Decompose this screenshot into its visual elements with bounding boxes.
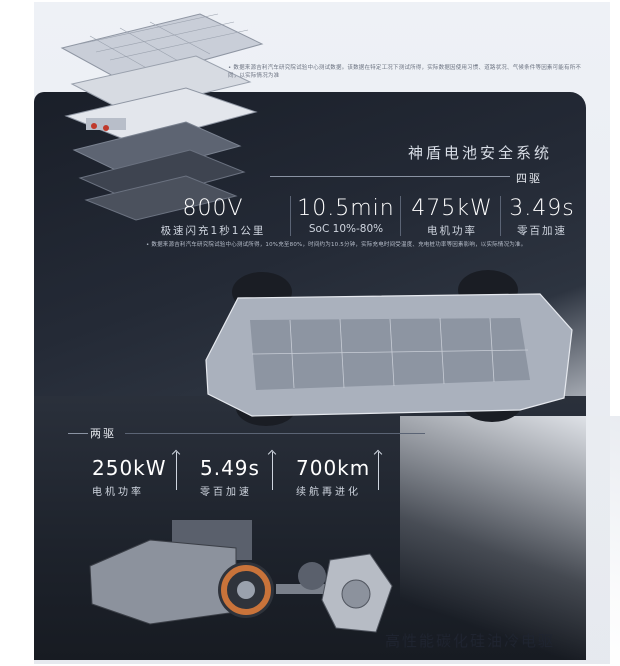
stat-value: 700km — [296, 456, 371, 480]
stat-value: 800V — [182, 196, 244, 221]
section-label-4wd: 四驱 — [516, 172, 542, 185]
chassis-illustration — [205, 270, 573, 426]
section-label-2wd: 两驱 — [90, 427, 116, 440]
stat-label: 电机功率 — [92, 487, 144, 498]
stat-label: 电机功率 — [427, 225, 477, 237]
stat-label: 零百加速 — [517, 225, 567, 237]
disclaimer-top: • 数据来源吉利汽车研究院试验中心测试数据。该数据在特定工况下测试所得，实际数据… — [228, 65, 582, 79]
e-drive-illustration — [89, 520, 393, 633]
stat-power-4wd: 475kW 电机功率 — [404, 196, 500, 238]
stat-label: SoC 10%-80% — [308, 223, 384, 235]
stat-label: 续航再进化 — [296, 487, 361, 498]
stat-label: 零百加速 — [200, 487, 252, 498]
disclaimer-mid: • 数据来源吉利汽车研究院试验中心测试所得，10%充至80%，时间约为10.5分… — [146, 242, 527, 248]
footer-title: 高性能碳化硅油冷电驱 — [385, 632, 556, 650]
system-title: 神盾电池安全系统 — [408, 144, 553, 162]
stat-value: 3.49s — [509, 196, 575, 221]
stat-label: 极速闪充1秒1公里 — [160, 225, 266, 237]
battery-pack-illustration — [60, 13, 264, 221]
stat-value: 5.49s — [200, 456, 260, 480]
divider-line — [270, 176, 510, 177]
divider-line — [68, 433, 88, 434]
stat-power-2wd: 250kW 电机功率 — [92, 456, 167, 498]
stat-value: 475kW — [411, 196, 493, 221]
arrow-up-icon — [176, 452, 177, 490]
stat-accel-2wd: 5.49s 零百加速 — [200, 456, 260, 498]
stat-range-2wd: 700km 续航再进化 — [296, 456, 370, 498]
stat-value: 250kW — [92, 456, 167, 480]
stat-value: 10.5min — [297, 196, 395, 221]
arrow-up-icon — [378, 452, 379, 490]
arrow-up-icon — [272, 452, 273, 490]
stat-charge: 800V 极速闪充1秒1公里 — [146, 196, 280, 238]
stat-divider — [400, 196, 401, 236]
stat-divider — [500, 196, 501, 236]
light-fade — [400, 416, 620, 666]
stat-divider — [290, 196, 291, 236]
stat-soc: 10.5min SoC 10%-80% — [296, 196, 396, 235]
stat-accel-4wd: 3.49s 零百加速 — [502, 196, 582, 238]
divider-line — [125, 433, 425, 434]
